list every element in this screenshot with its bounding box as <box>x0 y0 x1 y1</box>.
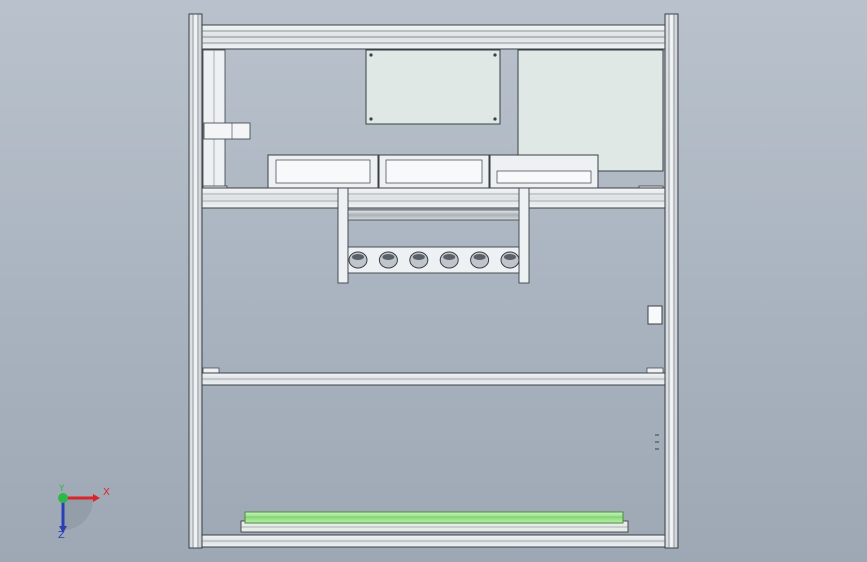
roller-wheel-hub <box>504 254 516 260</box>
roller-set <box>348 251 520 269</box>
electrical-cabinet[interactable] <box>517 49 664 172</box>
roller-wheel-hub <box>443 254 456 260</box>
coordinate-triad <box>58 493 100 533</box>
control-panel-plate[interactable] <box>365 49 501 125</box>
housing-box-right[interactable] <box>489 154 599 189</box>
triad-z-arrowhead <box>59 526 67 533</box>
roller-carriage[interactable] <box>337 187 530 284</box>
triad-shadow <box>63 498 93 530</box>
left-guide-column[interactable] <box>202 49 251 189</box>
roller-wheel-hub <box>473 254 486 260</box>
sensor-block[interactable] <box>647 305 663 325</box>
triad-x-arrowhead <box>93 494 100 502</box>
housing-box-left[interactable] <box>267 154 379 189</box>
triad-x-label: X <box>103 487 110 498</box>
right-frame-post[interactable] <box>664 13 679 549</box>
roller-wheel-hub <box>352 254 364 260</box>
bottom-beam[interactable] <box>201 534 666 548</box>
triad-y-label: Y <box>59 484 65 494</box>
triad-z-label: Z <box>58 530 65 541</box>
middle-cross-beam[interactable] <box>201 367 666 386</box>
housing-box-center[interactable] <box>378 154 490 189</box>
roller-bar <box>347 246 520 274</box>
left-frame-post[interactable] <box>188 13 203 549</box>
triad-y-axis <box>58 493 68 503</box>
guide-rod <box>347 209 520 221</box>
upper-cross-beam[interactable] <box>201 187 666 209</box>
selected-bottom-roller[interactable] <box>240 511 629 533</box>
top-beam[interactable] <box>201 24 666 50</box>
fastener-marks <box>655 434 659 450</box>
roller-wheel-hub <box>412 254 425 260</box>
roller-wheel-hub <box>382 254 395 260</box>
